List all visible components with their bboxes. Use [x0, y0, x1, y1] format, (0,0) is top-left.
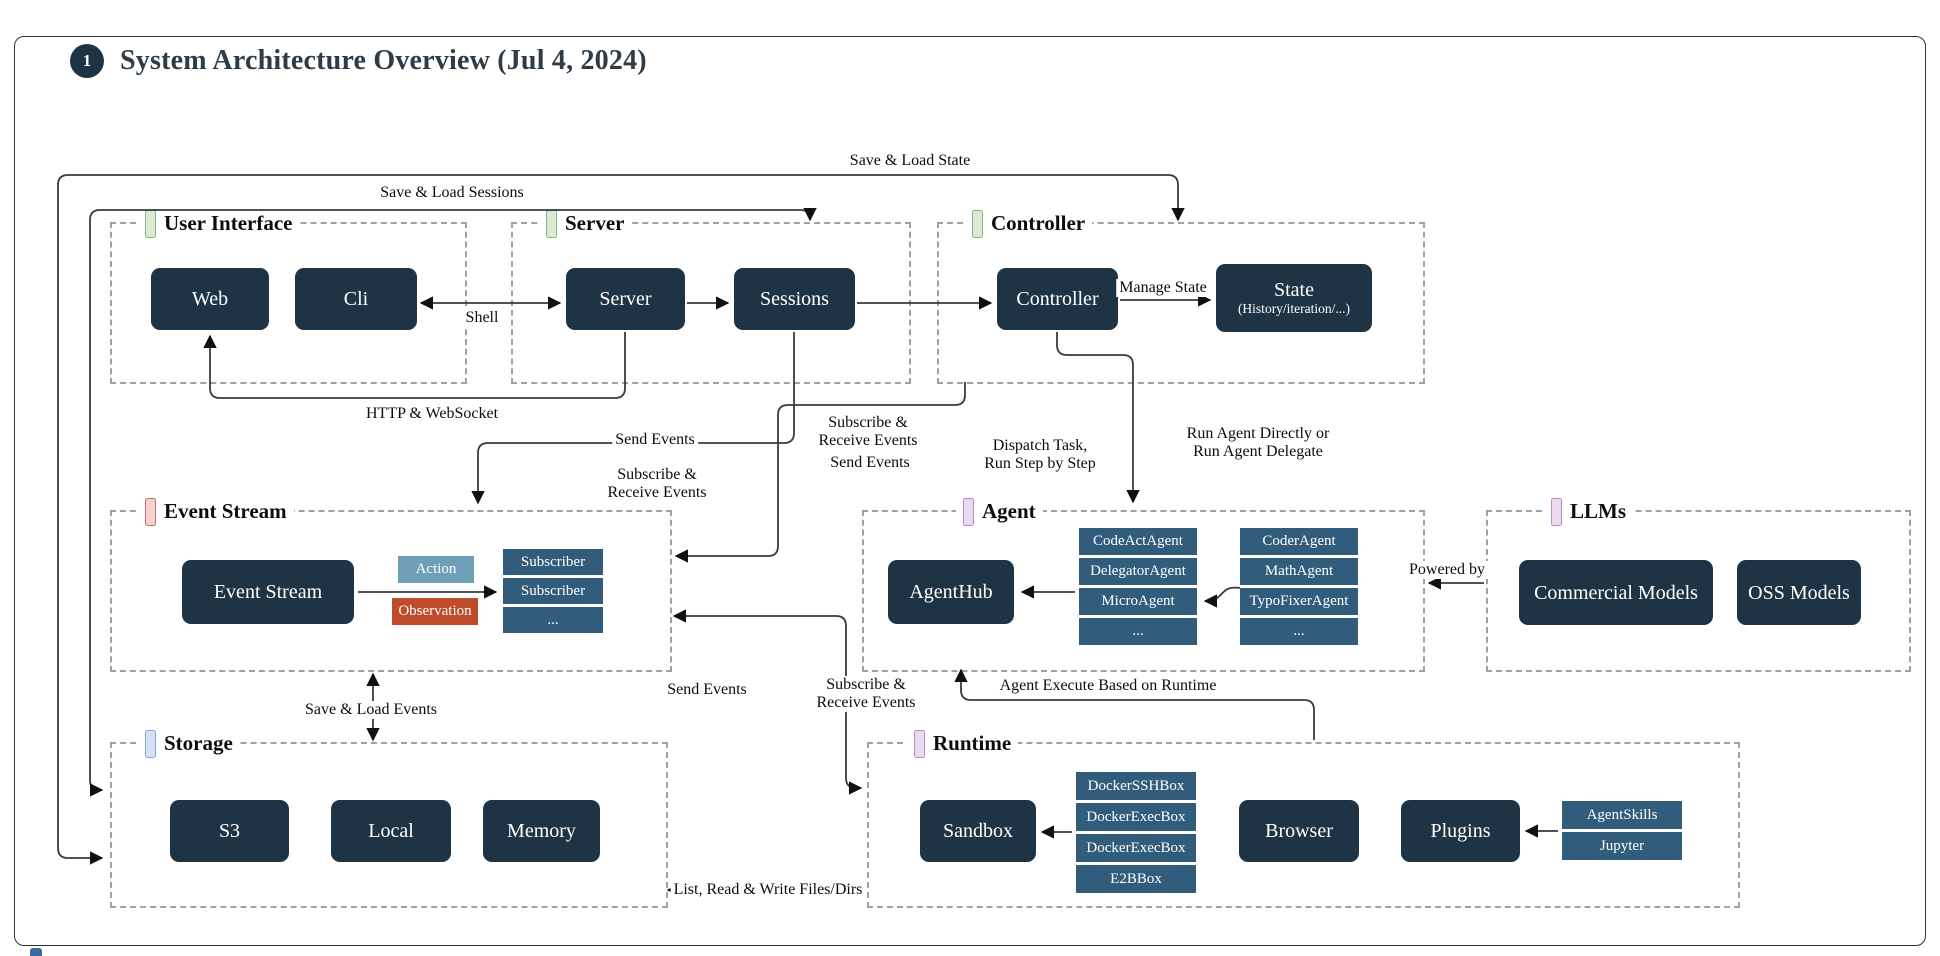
label-http-websocket: HTTP & WebSocket — [362, 405, 502, 423]
runtime-row-dockerexecbox: DockerExecBox — [1076, 803, 1196, 831]
plugin-stack: AgentSkills Jupyter — [1562, 801, 1682, 863]
group-title-llms: LLMs — [1570, 499, 1627, 523]
edge-controller-eventstream — [674, 382, 966, 563]
node-memory: Memory — [483, 800, 600, 862]
label-list-read-write: List, Read & Write Files/Dirs — [670, 881, 866, 899]
label-send-events-mid: Send Events — [827, 454, 913, 472]
runtime-box-stack: DockerSSHBox DockerExecBox DockerExecBox… — [1076, 772, 1196, 896]
edge-agents-microagent — [1203, 586, 1241, 608]
agent-stack-right: CoderAgent MathAgent TypoFixerAgent ... — [1240, 528, 1358, 648]
llms-tag-icon — [1551, 497, 1562, 526]
edge-http-websocket — [203, 332, 626, 399]
edge-save-load-state — [57, 174, 1185, 865]
agent-row-math: MathAgent — [1240, 558, 1358, 585]
group-llms: LLMs — [1486, 496, 1911, 672]
plugin-row-agentskills: AgentSkills — [1562, 801, 1682, 829]
label-save-load-events: Save & Load Events — [302, 701, 440, 719]
agent-stack-left: CodeActAgent DelegatorAgent MicroAgent .… — [1079, 528, 1197, 648]
chip-observation: Observation — [392, 598, 478, 625]
node-server: Server — [566, 268, 685, 330]
node-event-stream: Event Stream — [182, 560, 354, 624]
node-state: State (History/iteration/...) — [1216, 264, 1372, 332]
agent-row-micro: MicroAgent — [1079, 588, 1197, 615]
label-subscribe-receive-upper: Subscribe & Receive Events — [604, 466, 710, 502]
runtime-row-dockerexecbox: DockerExecBox — [1076, 834, 1196, 862]
label-save-load-state: Save & Load State — [846, 152, 974, 170]
agent-row-more: ... — [1240, 618, 1358, 645]
node-state-subtitle: (History/iteration/...) — [1237, 301, 1351, 316]
label-powered-by: Powered by — [1406, 561, 1488, 579]
diagram-title-row: 1 System Architecture Overview (Jul 4, 2… — [70, 44, 647, 78]
label-subscribe-receive-lower: Subscribe & Receive Events — [813, 676, 919, 712]
node-oss-models: OSS Models — [1737, 560, 1861, 625]
node-commercial-models: Commercial Models — [1519, 560, 1713, 625]
label-manage-state: Manage State — [1116, 279, 1210, 297]
subscriber-row-more: ... — [503, 607, 603, 633]
diagram-frame — [14, 36, 1926, 946]
runtime-row-dockersshbox: DockerSSHBox — [1076, 772, 1196, 800]
node-state-title: State — [1274, 279, 1314, 301]
runtime-row-e2bbox: E2BBox — [1076, 865, 1196, 893]
edge-save-load-sessions — [89, 207, 817, 797]
label-save-load-sessions: Save & Load Sessions — [377, 184, 527, 202]
next-section-peek — [30, 948, 42, 956]
agent-row-delegator: DelegatorAgent — [1079, 558, 1197, 585]
label-run-agent: Run Agent Directly or Run Agent Delegate — [1183, 425, 1333, 461]
label-subscribe-receive-mid: Subscribe & Receive Events — [815, 414, 921, 450]
node-local: Local — [331, 800, 451, 862]
agent-row-codeact: CodeActAgent — [1079, 528, 1197, 555]
label-shell: Shell — [462, 309, 502, 327]
node-s3: S3 — [170, 800, 289, 862]
label-dispatch-task: Dispatch Task, Run Step by Step — [981, 437, 1099, 473]
subscriber-row: Subscriber — [503, 578, 603, 604]
node-agent-hub: AgentHub — [888, 560, 1014, 624]
node-cli: Cli — [295, 268, 417, 330]
agent-row-coder: CoderAgent — [1240, 528, 1358, 555]
edge-controller-agent — [1056, 332, 1140, 504]
node-sessions: Sessions — [734, 268, 855, 330]
subscriber-stack: Subscriber Subscriber ... — [503, 549, 603, 636]
node-browser: Browser — [1239, 800, 1359, 862]
agent-row-more: ... — [1079, 618, 1197, 645]
node-plugins: Plugins — [1401, 800, 1520, 862]
section-number-badge: 1 — [70, 44, 104, 78]
page-title: System Architecture Overview (Jul 4, 202… — [120, 45, 647, 76]
label-send-events-lower: Send Events — [664, 681, 750, 699]
edge-agent-execute — [954, 668, 1315, 740]
agent-row-typofixer: TypoFixerAgent — [1240, 588, 1358, 615]
subscriber-row: Subscriber — [503, 549, 603, 575]
node-sandbox: Sandbox — [920, 800, 1036, 862]
chip-action: Action — [398, 556, 474, 583]
node-web: Web — [151, 268, 269, 330]
plugin-row-jupyter: Jupyter — [1562, 832, 1682, 860]
label-agent-execute: Agent Execute Based on Runtime — [996, 677, 1220, 695]
label-send-events-upper: Send Events — [612, 431, 698, 449]
node-controller: Controller — [997, 268, 1118, 330]
